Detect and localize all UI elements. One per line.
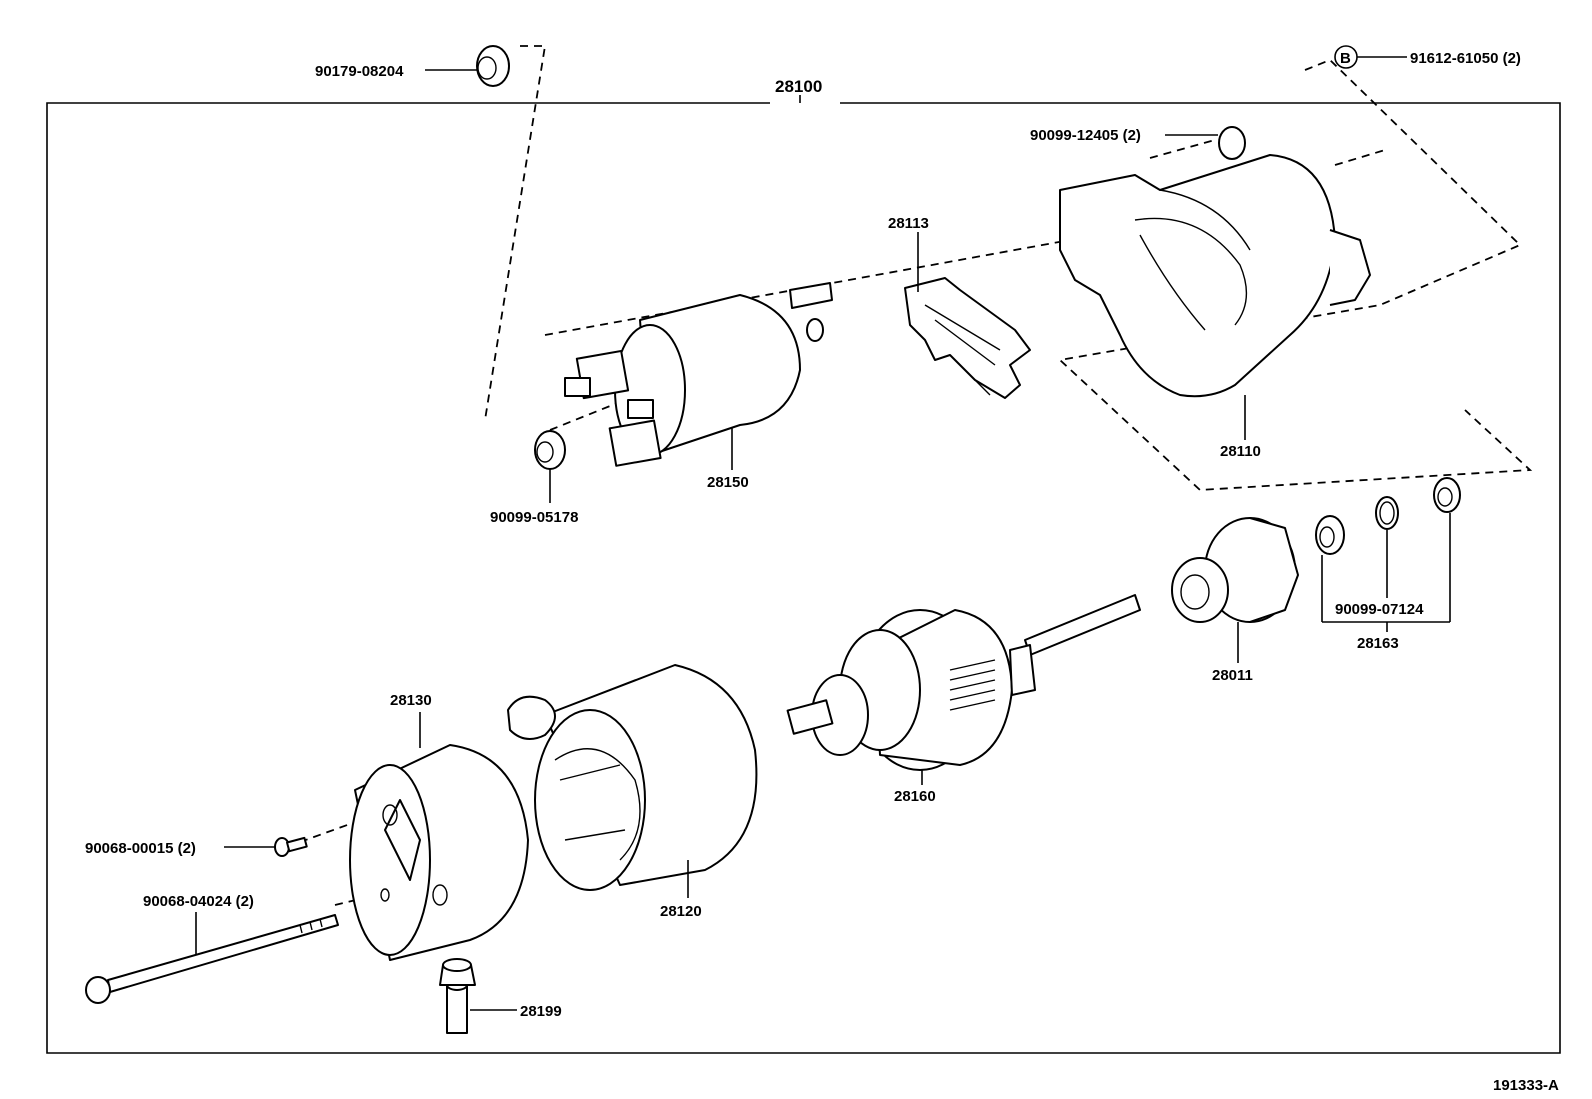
label-p5: 28150: [707, 474, 749, 491]
armature-28160[interactable]: [786, 594, 1141, 785]
solenoid-28150[interactable]: [564, 282, 833, 470]
screw-90068-00015[interactable]: [224, 836, 308, 857]
assembly-boundary: [46, 95, 1561, 1054]
label-p7: 28110: [1220, 443, 1261, 460]
svg-text:B: B: [1340, 50, 1351, 67]
label-p1: 90179-08204: [315, 63, 404, 80]
label-p4: 28113: [888, 215, 929, 232]
brush-holder-28199[interactable]: [439, 958, 517, 1034]
ring-kit-28163[interactable]: [1315, 477, 1461, 632]
label-p8: 90099-07124: [1335, 601, 1424, 618]
label-p13: 90068-00015 (2): [85, 840, 196, 857]
nut-90179-08204[interactable]: [425, 45, 510, 87]
label-p11: 28130: [390, 692, 432, 709]
label-p3: 90099-12405 (2): [1030, 127, 1141, 144]
housing-28110[interactable]: [1059, 154, 1371, 440]
label-p2: 91612-61050 (2): [1410, 50, 1521, 67]
label-p14: 90068-04024 (2): [143, 893, 254, 910]
figure-id: 191333-A: [1493, 1077, 1559, 1094]
label-p12: 28160: [894, 788, 936, 805]
assembly-label: 28100: [775, 77, 822, 96]
label-p6: 90099-05178: [490, 509, 578, 526]
callout-b-marker: B: [1334, 45, 1407, 69]
nut-90099-05178[interactable]: [534, 430, 566, 503]
end-frame-28130[interactable]: [349, 712, 529, 961]
label-p15: 28120: [660, 903, 702, 920]
yoke-28120[interactable]: [507, 664, 758, 898]
through-bolt-90068-04024[interactable]: [85, 912, 339, 1004]
drive-lever-28113[interactable]: [904, 232, 1031, 399]
label-p10: 28011: [1212, 667, 1253, 684]
label-p9: 28163: [1357, 635, 1399, 652]
nut-90099-12405[interactable]: [1165, 126, 1246, 160]
label-p16: 28199: [520, 1003, 562, 1020]
clutch-28011[interactable]: [1171, 517, 1299, 663]
